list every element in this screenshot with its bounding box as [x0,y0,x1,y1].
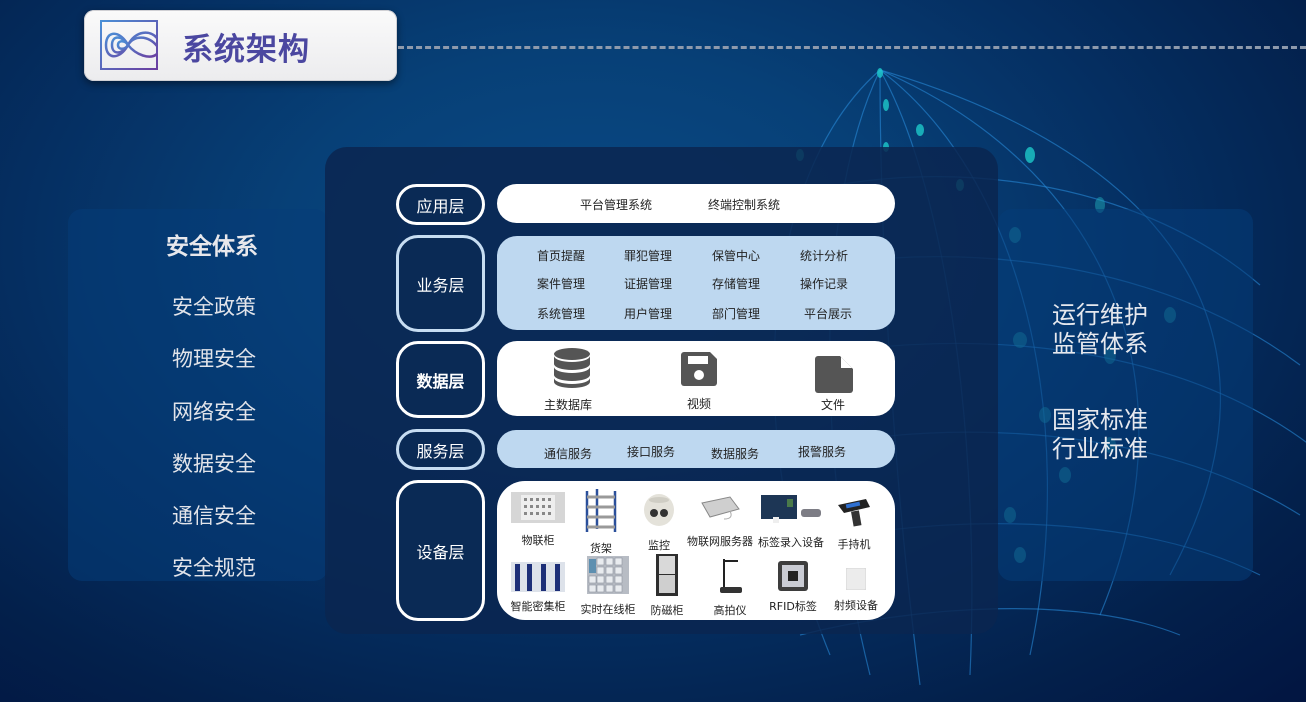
security-item: 物理安全 [172,347,256,371]
antimagnetic-cabinet-image [656,554,678,596]
device-layer-label: 设备层 [396,480,485,621]
service-layer-label: 服务层 [396,429,485,470]
database-icon [554,348,590,388]
application-layer-label: 应用层 [396,184,485,225]
device-item: 高拍仪 [708,555,752,618]
data-layer-box: 主数据库 视频 文件 [497,341,895,416]
business-item: 操作记录 [800,277,849,291]
standards-line-2: 行业标准 [1052,435,1148,463]
business-layer-box: 首页提醒 罪犯管理 保管中心 统计分析 案件管理 证据管理 存储管理 操作记录 … [497,236,895,330]
device-label: 货架 [590,542,612,555]
business-item: 统计分析 [800,249,849,263]
business-item: 保管中心 [712,249,761,263]
operations-line-2: 监管体系 [1052,330,1148,358]
business-item: 平台展示 [804,307,853,321]
service-item: 通信服务 [544,447,593,461]
business-layer-label: 业务层 [396,235,485,332]
device-label: 实时在线柜 [580,603,636,616]
device-label: 手持机 [837,538,871,551]
label-printer-image [761,495,821,523]
business-item: 系统管理 [537,307,586,321]
security-item: 安全规范 [172,556,256,580]
handheld-scanner-image [838,499,870,527]
service-item: 数据服务 [711,447,760,461]
business-item: 罪犯管理 [624,249,673,263]
device-label: 物联柜 [521,534,555,547]
device-item: RFID标签 [765,561,821,614]
device-item: 实时在线柜 [577,556,639,617]
operations-group: 运行维护 监管体系 [1052,301,1148,359]
standards-line-1: 国家标准 [1052,406,1148,434]
business-item: 首页提醒 [537,249,586,263]
device-item: 货架 [581,489,621,556]
device-label: 智能密集柜 [510,600,566,613]
security-item: 安全政策 [172,295,256,319]
device-label: 监控 [648,539,670,552]
security-system-title: 安全体系 [166,234,258,260]
operations-line-1: 运行维护 [1052,301,1148,329]
standards-group: 国家标准 行业标准 [1052,406,1148,464]
security-item: 数据安全 [172,452,256,476]
device-item: 智能密集柜 [507,562,569,614]
data-item-label: 文件 [821,398,846,412]
device-label: RFID标签 [769,600,817,613]
security-item: 网络安全 [172,400,256,424]
device-label: 标签录入设备 [758,536,824,549]
shelf-image [585,489,617,532]
rf-antenna-image [845,567,867,591]
device-item: 标签录入设备 [756,493,826,550]
dense-cabinet-image [511,562,565,592]
locker-image [587,556,629,594]
data-item-label: 视频 [687,397,712,411]
service-layer-box: 通信服务 接口服务 数据服务 报警服务 [497,430,895,468]
device-item: 防磁柜 [646,554,688,618]
service-item: 接口服务 [627,445,676,459]
title-card: 系统架构 [84,10,397,81]
device-item: 物联柜 [510,492,566,548]
device-item: 监控 [640,492,678,553]
data-layer-label: 数据层 [396,341,485,418]
iot-server-image [701,496,740,520]
service-item: 报警服务 [798,445,847,459]
security-item: 通信安全 [172,504,256,528]
rfid-tag-image [778,561,808,591]
data-item-label: 主数据库 [544,398,593,412]
device-item: 物联网服务器 [685,495,755,549]
camera-image [644,494,674,526]
device-item: 手持机 [834,497,874,552]
operations-standards-panel: 运行维护 监管体系 国家标准 行业标准 [998,209,1253,581]
security-system-panel: 安全体系 安全政策 物理安全 网络安全 数据安全 通信安全 安全规范 [68,209,328,581]
page-title: 系统架构 [182,32,310,68]
app-item: 终端控制系统 [708,198,781,212]
device-layer-box: 物联柜 货架 监控 物联网服务器 标签录入设备 [497,481,895,620]
business-item: 案件管理 [537,277,586,291]
app-item: 平台管理系统 [580,198,653,212]
business-item: 证据管理 [624,277,673,291]
business-item: 存储管理 [712,277,761,291]
application-layer-box: 平台管理系统 终端控制系统 [497,184,895,223]
iot-cabinet-image [511,492,565,523]
document-camera-image [720,559,742,593]
floppy-disk-icon [681,352,717,386]
device-label: 高拍仪 [713,604,747,617]
business-item: 用户管理 [624,307,673,321]
knot-logo-icon [100,20,158,70]
file-icon [815,356,853,393]
header-divider [398,46,1306,49]
device-label: 物联网服务器 [687,535,753,548]
device-label: 防磁柜 [650,604,684,617]
business-item: 部门管理 [712,307,761,321]
device-item: 射频设备 [830,567,882,613]
device-label: 射频设备 [834,599,878,612]
